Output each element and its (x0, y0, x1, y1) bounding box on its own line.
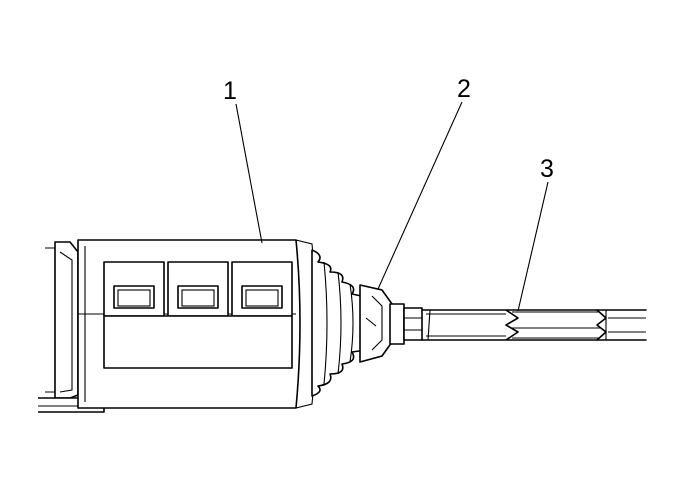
joint-housing (38, 239, 317, 413)
retaining-nut (389, 303, 423, 345)
axle-shaft (421, 309, 647, 341)
callout-1: 1 (223, 77, 237, 105)
leader-line-2 (377, 101, 463, 290)
leader-line-3 (517, 181, 549, 312)
callout-2: 2 (457, 75, 471, 103)
leader-lines (235, 101, 549, 312)
leader-line-1 (235, 103, 263, 244)
callout-3: 3 (540, 155, 554, 183)
boot-clamp (359, 284, 393, 363)
